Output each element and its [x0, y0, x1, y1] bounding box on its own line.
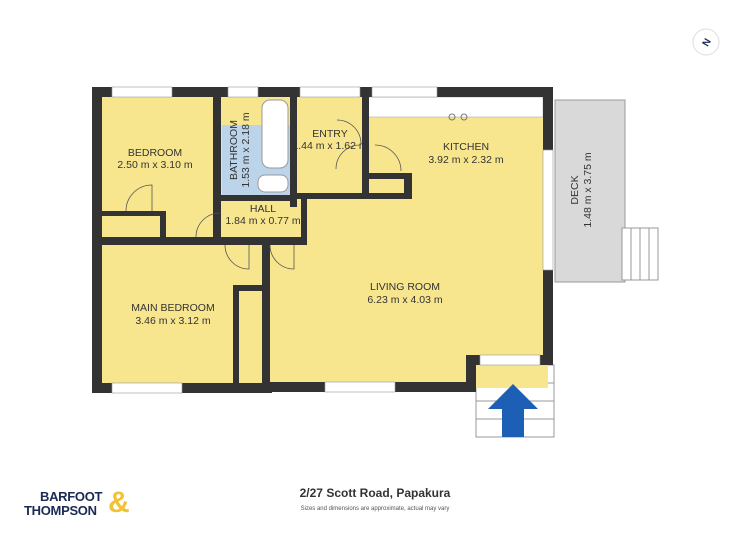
room-size-main-bedroom: 3.46 m x 3.12 m [135, 315, 211, 327]
room-size-bathroom: 1.53 m x 2.18 m [240, 112, 252, 188]
room-name-main-bedroom: MAIN BEDROOM [131, 302, 214, 314]
deck-area [554, 99, 626, 283]
svg-text:N: N [701, 37, 714, 49]
logo-line2: THOMPSON [24, 503, 97, 518]
windows [111, 86, 554, 394]
room-name-entry: ENTRY [312, 128, 347, 140]
room-size-kitchen: 3.92 m x 2.32 m [428, 154, 504, 166]
logo-line1: BARFOOT [40, 489, 103, 504]
property-address: 2/27 Scott Road, Papakura [299, 486, 451, 500]
deck-steps [621, 227, 659, 281]
toilet [257, 174, 289, 193]
room-size-bedroom: 2.50 m x 3.10 m [117, 159, 193, 171]
kitchen-counter [367, 96, 544, 118]
room-size-entry: 1.44 m x 1.62 m [292, 140, 368, 152]
north-compass-icon: N [692, 28, 720, 56]
stove [448, 113, 468, 121]
room-name-hall: HALL [250, 203, 276, 215]
logo-ampersand: & [108, 486, 130, 519]
room-size-hall: 1.84 m x 0.77 m [225, 215, 301, 227]
room-name-bathroom: BATHROOM [228, 120, 240, 180]
room-name-bedroom: BEDROOM [128, 147, 182, 159]
barfoot-thompson-logo: BARFOOT THOMPSON & [24, 486, 134, 530]
room-name-living-room: LIVING ROOM [370, 281, 440, 293]
room-name-deck: DECK [569, 175, 581, 204]
room-size-deck: 1.48 m x 3.75 m [582, 152, 594, 228]
room-name-kitchen: KITCHEN [443, 141, 489, 153]
room-size-living-room: 6.23 m x 4.03 m [367, 294, 443, 306]
door-swings [125, 119, 402, 270]
bathtub [261, 99, 289, 169]
entry-arrow-icon [488, 384, 538, 437]
disclaimer: Sizes and dimensions are approximate, ac… [300, 506, 450, 512]
